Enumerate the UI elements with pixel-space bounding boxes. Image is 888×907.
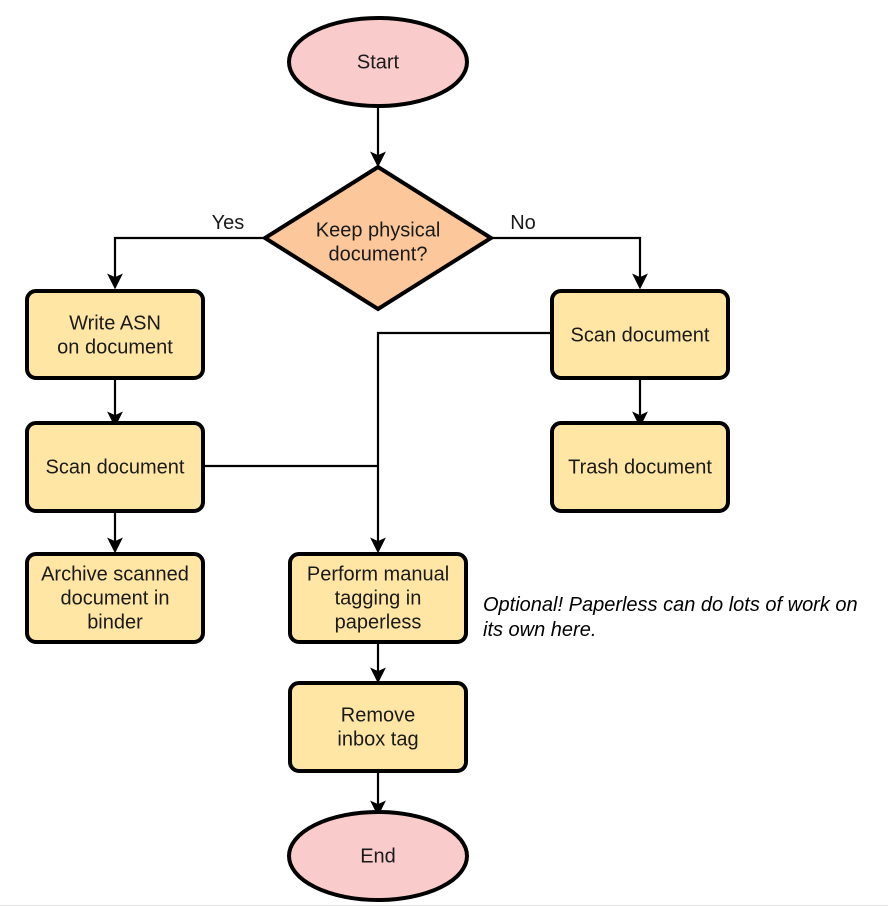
archive-label-line3: binder <box>87 611 143 633</box>
write-asn-box[interactable] <box>25 289 205 380</box>
node-perform-manual-tagging[interactable]: Perform manual tagging in paperless <box>288 552 468 644</box>
archive-label-line1: Archive scanned <box>41 563 189 585</box>
node-write-asn[interactable]: Write ASN on document <box>25 289 205 380</box>
decision-label-line1: Keep physical <box>316 219 441 241</box>
write-asn-label-line2: on document <box>57 336 173 358</box>
end-ellipse[interactable] <box>287 810 469 902</box>
edge-label-yes: Yes <box>212 212 245 234</box>
annotation-optional-note: Optional! Paperless can do lots of work … <box>483 594 858 641</box>
tagging-label-line1: Perform manual <box>307 563 449 585</box>
decision-diamond[interactable] <box>261 164 495 312</box>
end-label: End <box>360 845 396 867</box>
edges-layer <box>107 102 648 817</box>
node-archive-scanned-document[interactable]: Archive scanned document in binder <box>25 552 205 644</box>
scan-document-right-box[interactable] <box>550 289 730 380</box>
remove-inbox-label-line1: Remove <box>341 704 415 726</box>
start-ellipse[interactable] <box>287 16 469 108</box>
trash-document-label: Trash document <box>568 456 712 478</box>
remove-inbox-label-line2: inbox tag <box>337 728 418 750</box>
decision-label-line2: document? <box>329 243 428 265</box>
archive-label-line2: document in <box>61 587 170 609</box>
tagging-label-line3: paperless <box>335 611 422 633</box>
node-decision-keep-physical-document[interactable]: Keep physical document? <box>261 164 495 312</box>
node-scan-document-right[interactable]: Scan document <box>550 289 730 380</box>
node-trash-document[interactable]: Trash document <box>550 421 730 513</box>
edge-decision-no-to-scan-right <box>491 236 648 290</box>
annotation-line1: Optional! Paperless can do lots of work … <box>483 594 858 616</box>
annotation-line2: its own here. <box>483 619 596 641</box>
scan-document-left-label: Scan document <box>46 456 185 478</box>
node-scan-document-left[interactable]: Scan document <box>25 421 205 513</box>
archive-box[interactable] <box>25 552 205 644</box>
scan-document-left-box[interactable] <box>25 421 205 513</box>
remove-inbox-tag-box[interactable] <box>288 681 468 773</box>
scan-document-right-label: Scan document <box>571 324 710 346</box>
edge-scan-right-to-tagging <box>370 331 552 554</box>
tagging-box[interactable] <box>288 552 468 644</box>
start-label: Start <box>357 51 400 73</box>
edge-label-no: No <box>510 212 536 234</box>
write-asn-label-line1: Write ASN <box>69 312 161 334</box>
node-remove-inbox-tag[interactable]: Remove inbox tag <box>288 681 468 773</box>
node-end[interactable]: End <box>287 810 469 902</box>
edge-decision-yes-to-write-asn <box>107 236 265 290</box>
node-start[interactable]: Start <box>287 16 469 108</box>
trash-document-box[interactable] <box>550 421 730 513</box>
tagging-label-line2: tagging in <box>335 587 422 609</box>
